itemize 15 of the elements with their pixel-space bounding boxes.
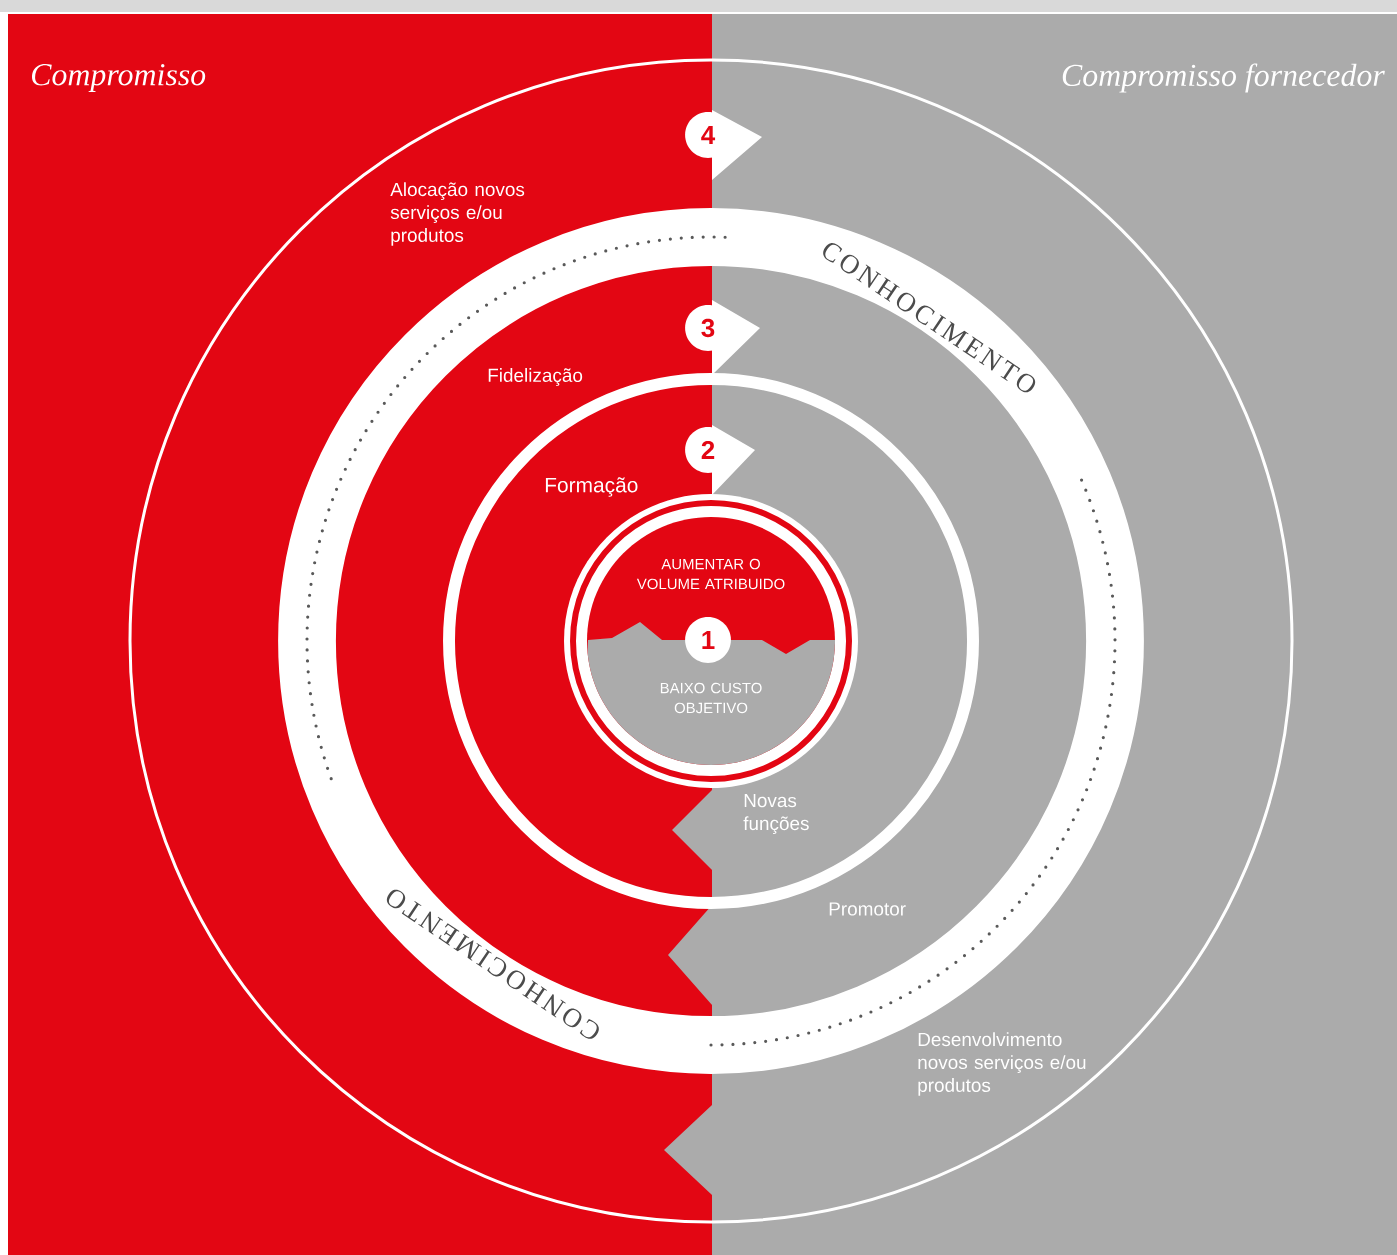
- number-badge: 1: [685, 617, 731, 663]
- label: Novas funções: [743, 794, 809, 834]
- node-label: 3: [701, 318, 715, 338]
- node-label: 2: [701, 440, 715, 460]
- label: Alocação novos serviços e/ou produtos: [390, 182, 525, 246]
- number-badge: 4: [685, 112, 731, 158]
- label: Formação: [545, 477, 638, 497]
- number-badge: 2: [685, 427, 731, 473]
- heading: Compromisso: [32, 64, 206, 92]
- label: Promotor: [829, 902, 906, 916]
- node-label: 4: [701, 126, 716, 144]
- label: Fidelização: [488, 368, 583, 386]
- number-badge: 3: [685, 305, 731, 351]
- heading: Compromisso fornecedor: [1062, 63, 1385, 93]
- label: Desenvolvimento novos serviços e/ou produtos: [918, 1032, 1086, 1096]
